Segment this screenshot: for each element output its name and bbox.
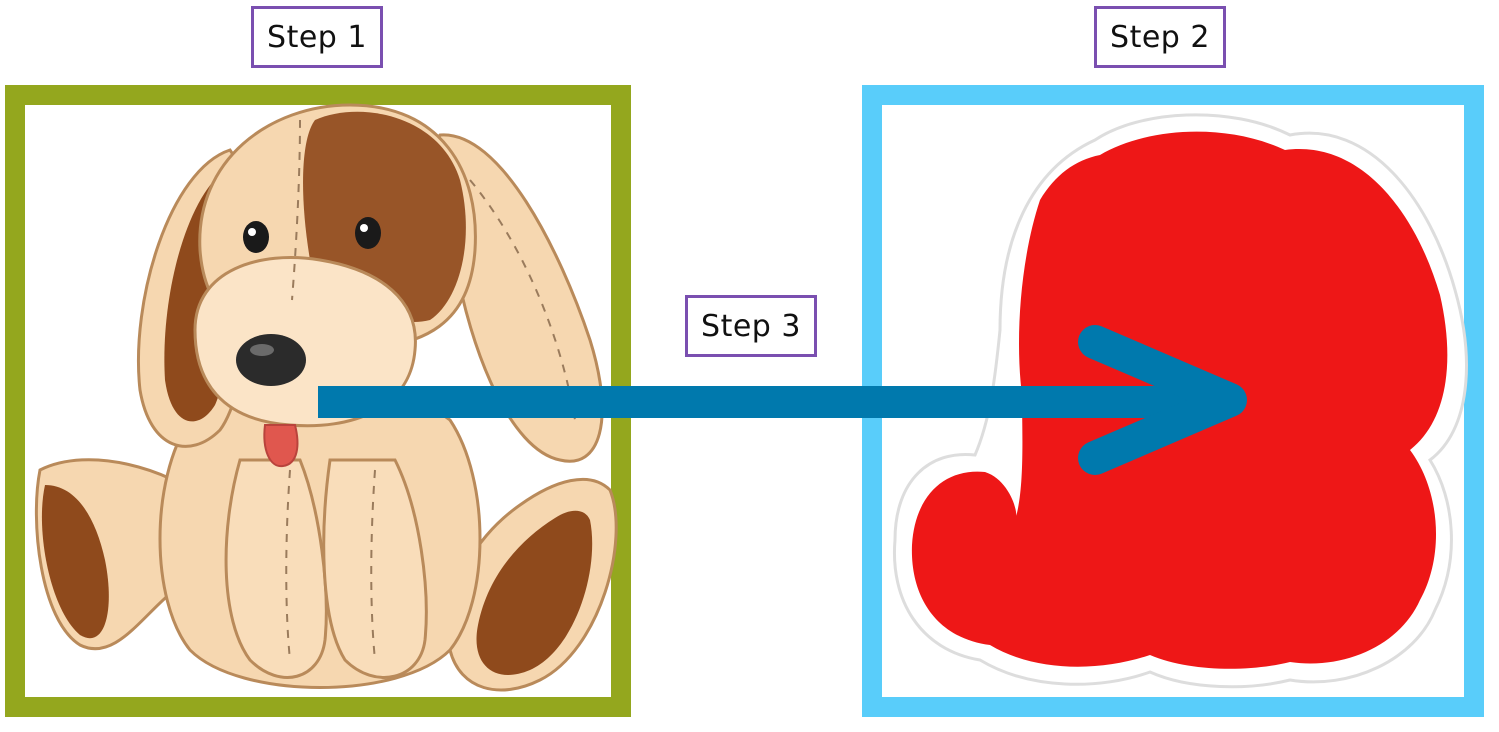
dog-front-leg-left — [224, 458, 328, 679]
dog-tongue — [263, 424, 299, 468]
dog-left-eye — [243, 221, 269, 253]
dog-nose — [236, 334, 306, 386]
arrow-shaft — [318, 386, 1223, 418]
dog-muzzle — [193, 256, 417, 428]
step-3-label: Step 3 — [685, 295, 817, 357]
plush-dog-image — [34, 103, 618, 692]
right-arrow-icon — [318, 325, 1247, 475]
dog-left-paw-pad — [41, 485, 109, 639]
dog-right-eye — [355, 217, 381, 249]
dog-front-leg-right — [322, 458, 428, 679]
dog-right-paw-pad — [476, 510, 593, 675]
step-2-label: Step 2 — [1094, 6, 1226, 68]
arrow-head — [1078, 325, 1247, 475]
step-1-label: Step 1 — [251, 6, 383, 68]
